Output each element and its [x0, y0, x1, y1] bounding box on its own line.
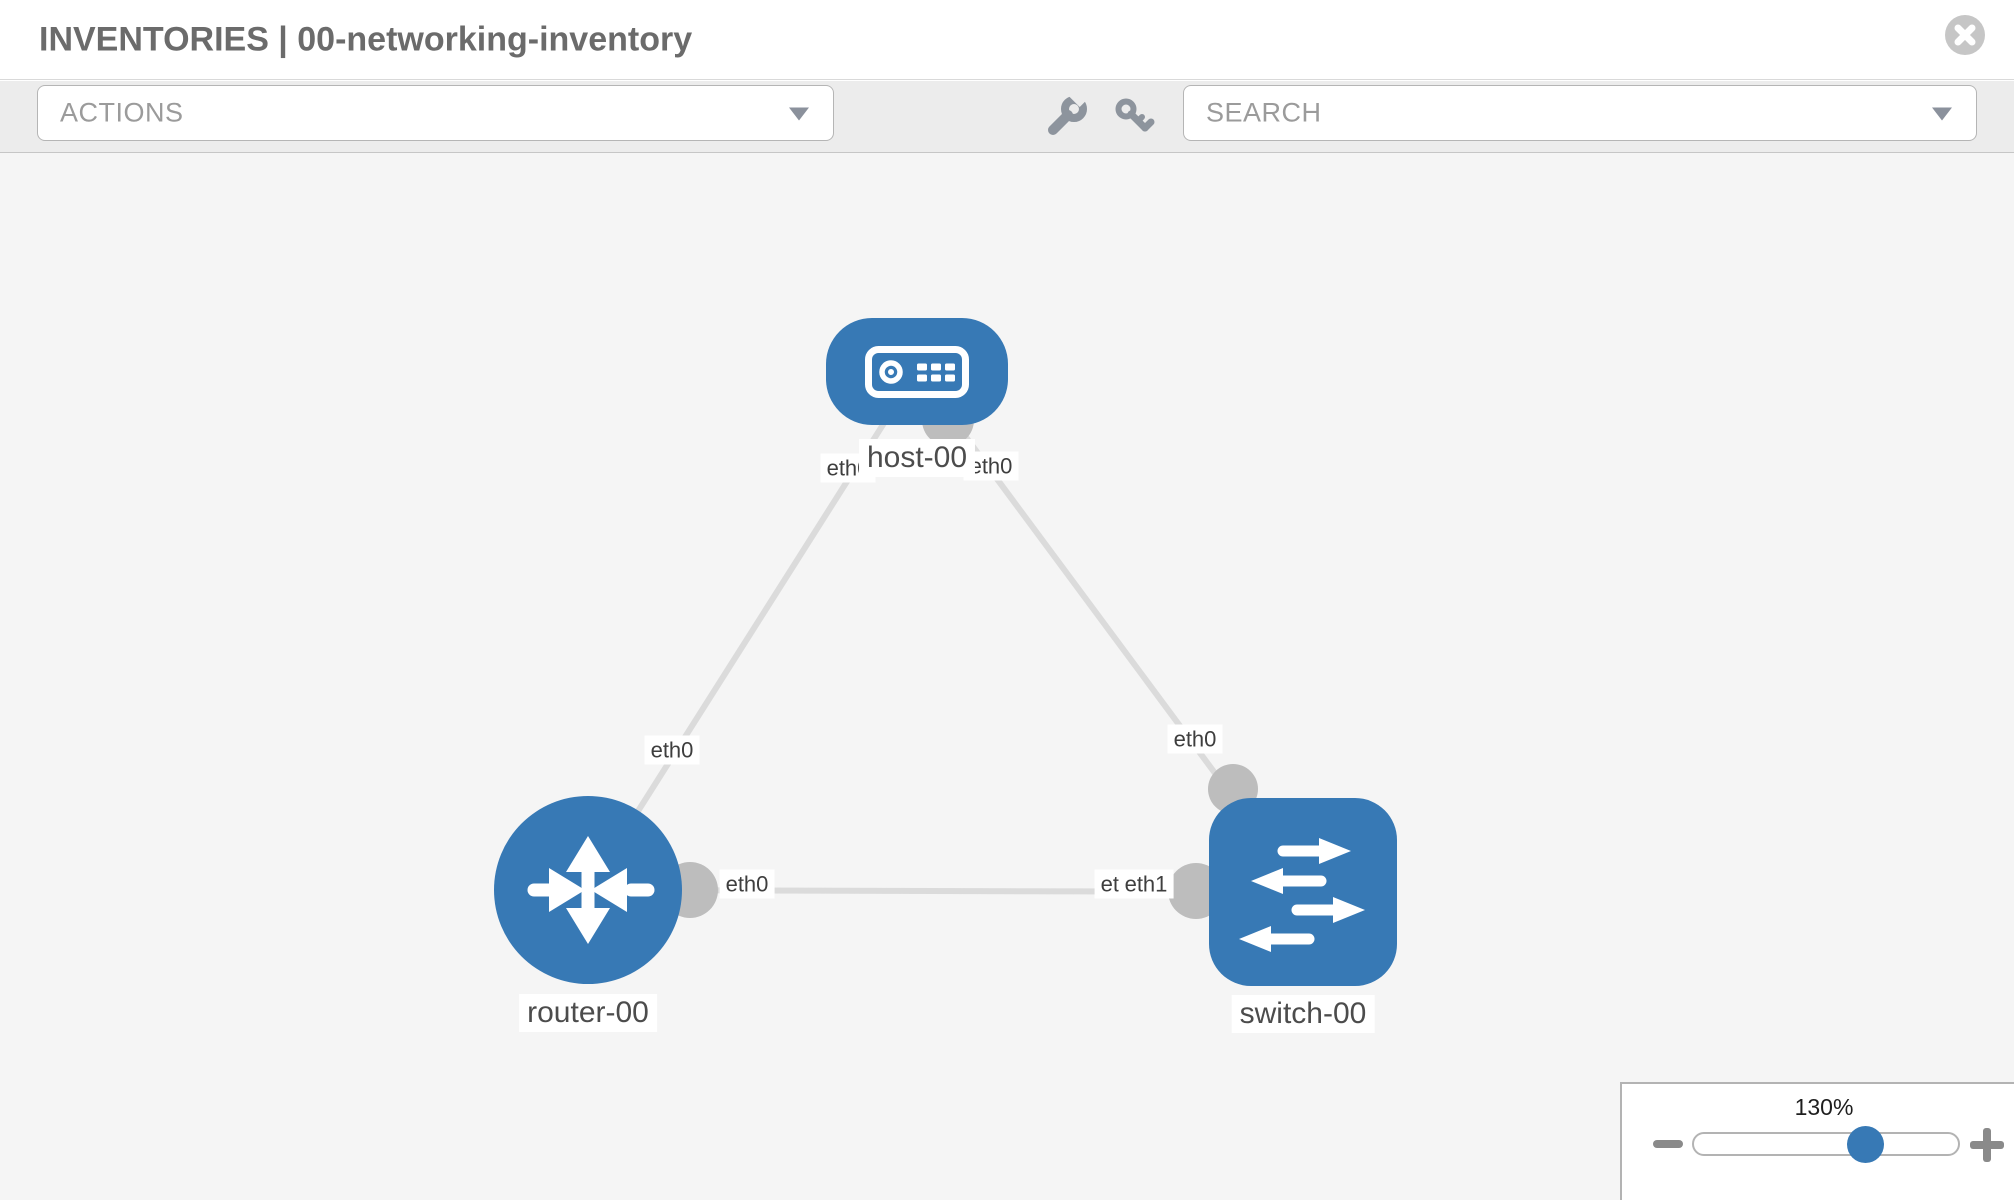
- node-router-00[interactable]: [494, 796, 682, 984]
- actions-dropdown[interactable]: ACTIONS: [37, 85, 834, 141]
- node-label-router: router-00: [519, 994, 657, 1032]
- interface-label-switch-to-router: eth1: [1118, 869, 1174, 899]
- zoom-slider-knob[interactable]: [1847, 1126, 1884, 1163]
- interface-label-switch-to-host: eth0: [1167, 724, 1223, 754]
- title-bar: INVENTORIES | 00-networking-inventory: [0, 0, 2014, 80]
- search-dropdown-label: SEARCH: [1206, 97, 1322, 128]
- search-dropdown[interactable]: SEARCH: [1183, 85, 1977, 141]
- wrench-icon: [1048, 82, 1092, 135]
- credentials-button[interactable]: [1112, 95, 1156, 139]
- router-arrows-icon: [527, 836, 655, 944]
- switch-arrows-icon: [1239, 838, 1365, 952]
- caret-down-icon: [1932, 107, 1952, 121]
- toolbar: ACTIONS SEARCH: [0, 81, 2014, 153]
- node-host-00[interactable]: [826, 318, 1008, 425]
- zoom-level-value: 130%: [1794, 1094, 1854, 1120]
- zoom-panel: 130%: [1620, 1082, 2014, 1200]
- actions-dropdown-label: ACTIONS: [60, 97, 184, 128]
- node-label-switch: switch-00: [1231, 995, 1375, 1033]
- zoom-out-button minus-icon[interactable]: [1653, 1140, 1683, 1148]
- topology-canvas[interactable]: host-00 router-00 switch-00 eth0 eth0 et…: [0, 153, 2014, 1200]
- node-label-host: host-00: [858, 439, 976, 477]
- zoom-slider-track[interactable]: [1692, 1132, 1960, 1156]
- interface-label-router-to-host: eth0: [644, 735, 700, 765]
- zoom-in-button plus-icon[interactable]: [1970, 1128, 2004, 1162]
- close-button[interactable]: [1944, 14, 1986, 56]
- server-icon: [865, 345, 969, 398]
- interface-label-router-to-switch: eth0: [719, 869, 775, 899]
- caret-down-icon: [789, 107, 809, 121]
- tools-button[interactable]: [1044, 82, 1092, 139]
- close-icon: [1945, 15, 1985, 55]
- page-title: INVENTORIES | 00-networking-inventory: [39, 20, 693, 58]
- node-switch-00[interactable]: [1209, 798, 1397, 986]
- key-icon: [1115, 98, 1155, 132]
- links-layer: [585, 369, 1306, 919]
